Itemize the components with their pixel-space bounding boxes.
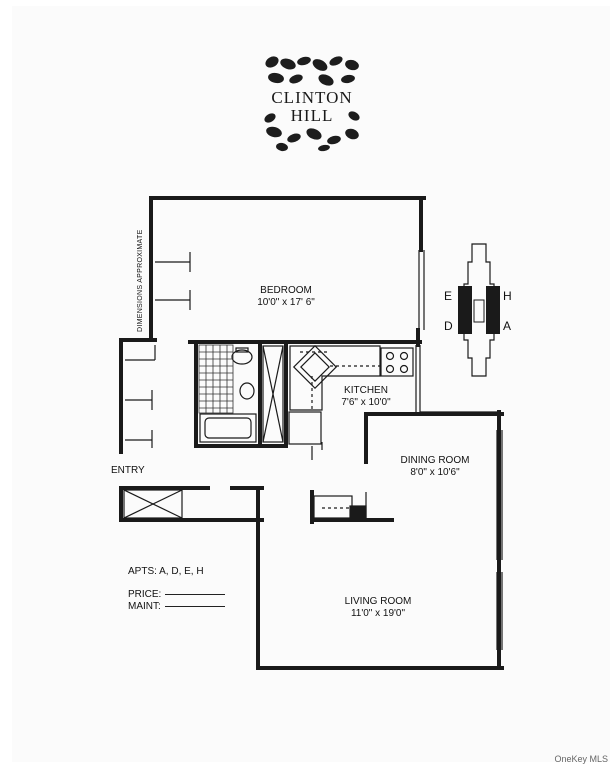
compass-label-a: A [503,319,512,333]
maint-blank [164,606,225,607]
compass-label-d: D [444,319,453,333]
compass-label-h: H [503,289,512,303]
maint-field: MAINT: [128,601,225,612]
price-label: PRICE: [128,589,162,600]
bedroom-name: BEDROOM [260,285,312,296]
living-room-name: LIVING ROOM [344,596,412,607]
kitchen-size: 7'6" x 10'0" [341,397,391,408]
logo-leaves [264,54,360,152]
compass-label-e: E [444,289,453,303]
price-blank [165,594,226,595]
bedroom-size: 10'0" x 17' 6" [257,297,315,308]
dimensions-note: DIMENSIONS APPROXIMATE [137,229,144,332]
clinton-hill-logo: CLINTON HILL [264,54,360,152]
maint-label: MAINT: [128,601,161,612]
price-field: PRICE: [128,589,226,600]
logo-word-clinton: CLINTON [271,88,353,107]
living-room-size: 11'0" x 19'0" [350,608,406,619]
building-key-diagram [458,243,500,377]
apartments-list: APTS: A, D, E, H [128,566,204,577]
footer-watermark: OneKey MLS [554,754,608,764]
dining-room-name: DINING ROOM [400,455,470,466]
entry-label: ENTRY [111,465,145,476]
logo-word-hill: HILL [290,106,334,125]
kitchen-name: KITCHEN [344,385,388,396]
dining-room-size: 8'0" x 10'6" [410,467,460,478]
